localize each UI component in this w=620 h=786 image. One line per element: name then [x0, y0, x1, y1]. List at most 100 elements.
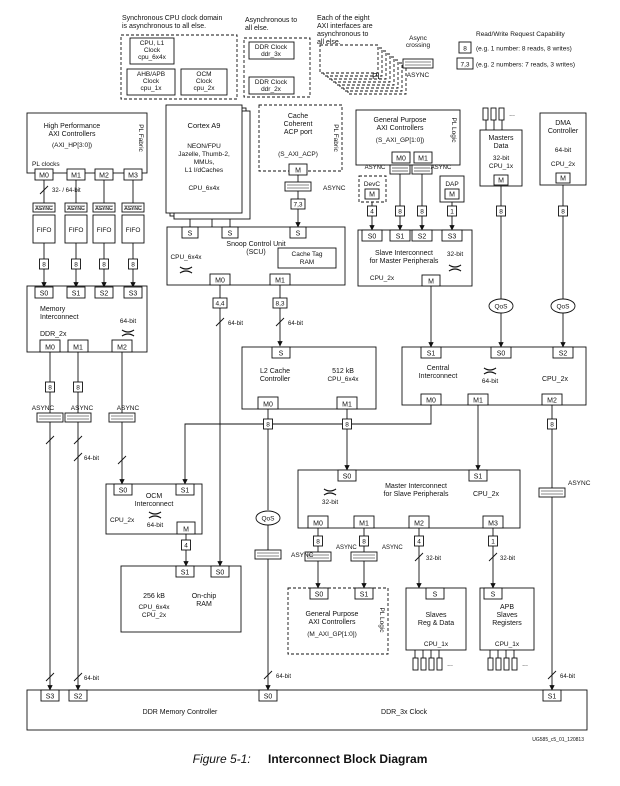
pl-label: PL	[372, 72, 382, 81]
mem-slave-port-2-label: S2	[100, 291, 109, 298]
hp-axi-title: AXI Controllers	[48, 131, 96, 138]
dma-title: Controller	[548, 128, 579, 135]
mem-slave-port-3-label: S3	[129, 291, 138, 298]
ddr-port-s0	[258, 689, 278, 702]
ocm-clock-text: OCM	[196, 71, 211, 78]
ocm-interconnect-xbar	[148, 511, 162, 519]
mic-async-label-1: ASYNC	[382, 545, 403, 551]
scu-title: (SCU)	[246, 249, 265, 256]
mem-slash-b	[73, 435, 83, 445]
slaves-reg-devices	[412, 657, 419, 671]
central-slash	[547, 670, 557, 680]
acp-cap	[290, 198, 306, 210]
ddr3x-clock-box	[248, 41, 295, 60]
qos-dma	[550, 298, 576, 314]
central-slave-port-2	[552, 346, 574, 359]
slaves-reg-port-s-label: S	[433, 592, 438, 599]
mem-cap-0	[45, 381, 55, 393]
async-mem-2	[108, 412, 136, 423]
master-ic-cap-3-label: 1	[491, 539, 495, 546]
master-ic-slave-port-1	[468, 469, 488, 482]
ddr-port-s2	[68, 689, 88, 702]
acp-title: Coherent	[284, 121, 313, 128]
hp-cap-2	[99, 258, 109, 270]
central-slave-port-1	[490, 346, 512, 359]
dma-width: 64-bit	[555, 147, 571, 154]
gp-master-port-s1-label: S1	[360, 592, 369, 599]
hp-port-0-label: M0	[39, 173, 49, 180]
slave-ic-port-0-label: S0	[368, 234, 377, 241]
acp-block	[258, 104, 343, 172]
master-ic-slave-port-1-label: S1	[474, 474, 483, 481]
gp-cap-1-label: 8	[398, 209, 402, 216]
gp-slave-axi-title: AXI Controllers	[376, 125, 424, 132]
masters-data-title: Data	[494, 143, 509, 150]
dap-port-m	[444, 188, 460, 200]
mem-master-port-2-label: M2	[117, 345, 127, 352]
ram-clocks: CPU_6x4x	[138, 604, 170, 611]
central-async	[538, 487, 566, 498]
central-master-port-2-label: M2	[547, 398, 557, 405]
master-ic-master-port-2-label: M2	[414, 521, 424, 528]
gp-master-pl-logic: PL Logic	[378, 607, 385, 633]
hp-port-1-label: M1	[71, 173, 81, 180]
hp-cap-0-label: 8	[42, 262, 46, 269]
master-interconnect-title: Master Interconnect	[385, 483, 447, 490]
mem-slash-f	[73, 672, 83, 682]
slave-ic-port-0	[361, 229, 383, 242]
qos-masters-data-label: QoS	[494, 304, 508, 311]
acp-cap-label: 7,3	[293, 202, 302, 209]
central-master-port-1	[467, 393, 489, 406]
hp-port-3-label: M3	[128, 173, 138, 180]
async-legend-box	[402, 58, 434, 69]
gp-cap-2-label: 8	[420, 209, 424, 216]
apb-devices	[503, 657, 510, 671]
mic-async-1	[350, 551, 378, 562]
ocm-port-m	[176, 521, 196, 535]
l2-cap-1-label: 8	[345, 422, 349, 429]
l2-master-port-1-label: M1	[342, 402, 352, 409]
masters-data-port-m-label: M	[498, 178, 504, 185]
rw-example2-box-label: 7,3	[460, 62, 469, 69]
apb-port-s-label: S	[491, 592, 496, 599]
ocm-cap	[181, 539, 191, 551]
scu-slash-b	[275, 317, 285, 327]
apb-title: APB	[500, 604, 514, 611]
acp-pl-fabric: PL Fabric	[332, 124, 339, 152]
hp-bus-width: 32- / 64-bit	[52, 188, 81, 194]
async-mem-2-label: ASYNC	[117, 405, 140, 412]
central-slave-port-1-label: S0	[497, 351, 506, 358]
gp-master-port-s0	[309, 587, 329, 600]
master-ic-cap-0	[313, 535, 323, 547]
cpu-clock-box	[129, 37, 175, 65]
hp-cap-2-label: 8	[102, 262, 106, 269]
master-ic-master-port-0-label: M0	[313, 521, 323, 528]
ocm-slave-port-1	[175, 483, 195, 496]
dma-title: DMA	[555, 120, 571, 127]
cache-tag-ram-text: Cache Tag	[292, 251, 323, 258]
acp-async	[284, 181, 312, 192]
hp-async-label-1: ASYNC	[67, 206, 85, 212]
mem-cap-0-label: 8	[48, 385, 52, 392]
clock-domain-note: is asynchronous to all else.	[122, 23, 206, 30]
ocm-interconnect-title: Interconnect	[135, 501, 174, 508]
l2-async-label: ASYNC	[291, 552, 314, 559]
slaves-reg-clock: CPU_1x	[424, 641, 449, 648]
slaves-reg-port-s	[425, 587, 445, 600]
ocm-clock-text: Clock	[196, 78, 213, 85]
scu-slave-port-2-label: S	[296, 231, 301, 238]
gp-cap-3-label: 1	[450, 209, 454, 216]
slave-ic-port-m	[421, 274, 441, 287]
scu-clock: CPU_6x4x	[170, 254, 202, 261]
scu-slave-port-1	[221, 226, 239, 239]
md-cap	[496, 205, 506, 217]
hp-async-3	[121, 202, 145, 213]
slaves-reg-devices	[420, 657, 427, 671]
hp-cap-1	[71, 258, 81, 270]
ddr-controller-title: DDR Memory Controller	[143, 709, 218, 716]
hp-axi-subtitle: (AXI_HP[3:0])	[52, 142, 92, 149]
hp-cap-0	[39, 258, 49, 270]
slave-ic-port-1	[389, 229, 411, 242]
apb-devices	[487, 657, 494, 671]
